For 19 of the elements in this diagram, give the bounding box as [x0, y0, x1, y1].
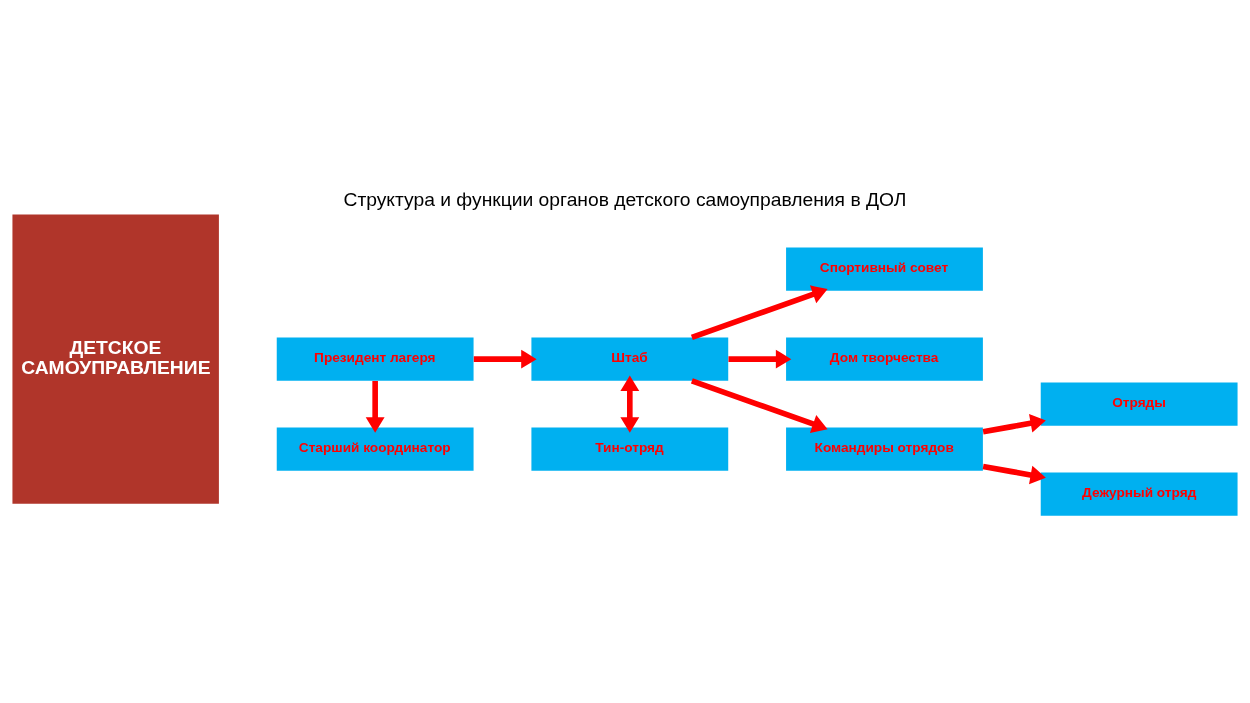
node-box: Командиры отрядов	[786, 427, 983, 471]
node-box: Старший координатор	[276, 427, 474, 471]
node-box: ДЕТСКОЕ САМОУПРАВЛЕНИЕ	[12, 214, 219, 504]
arrow	[365, 381, 385, 433]
arrow	[728, 349, 792, 369]
arrow	[982, 413, 1046, 435]
node-box: Президент лагеря	[276, 337, 474, 381]
arrow	[620, 375, 640, 433]
diagram-title: Структура и функции органов детского самоуправления в ДОЛ	[343, 188, 907, 210]
node-box: Штаб	[531, 337, 729, 381]
arrow	[473, 349, 537, 369]
node-box: Тин-отряд	[531, 427, 729, 471]
arrow	[690, 378, 828, 433]
arrow	[690, 285, 828, 340]
node-box: Спортивный совет	[786, 247, 983, 291]
arrow	[982, 463, 1046, 485]
node-box: Дежурный отряд	[1040, 472, 1238, 516]
node-box: Дом творчества	[786, 337, 983, 381]
node-box: Отряды	[1040, 382, 1238, 426]
